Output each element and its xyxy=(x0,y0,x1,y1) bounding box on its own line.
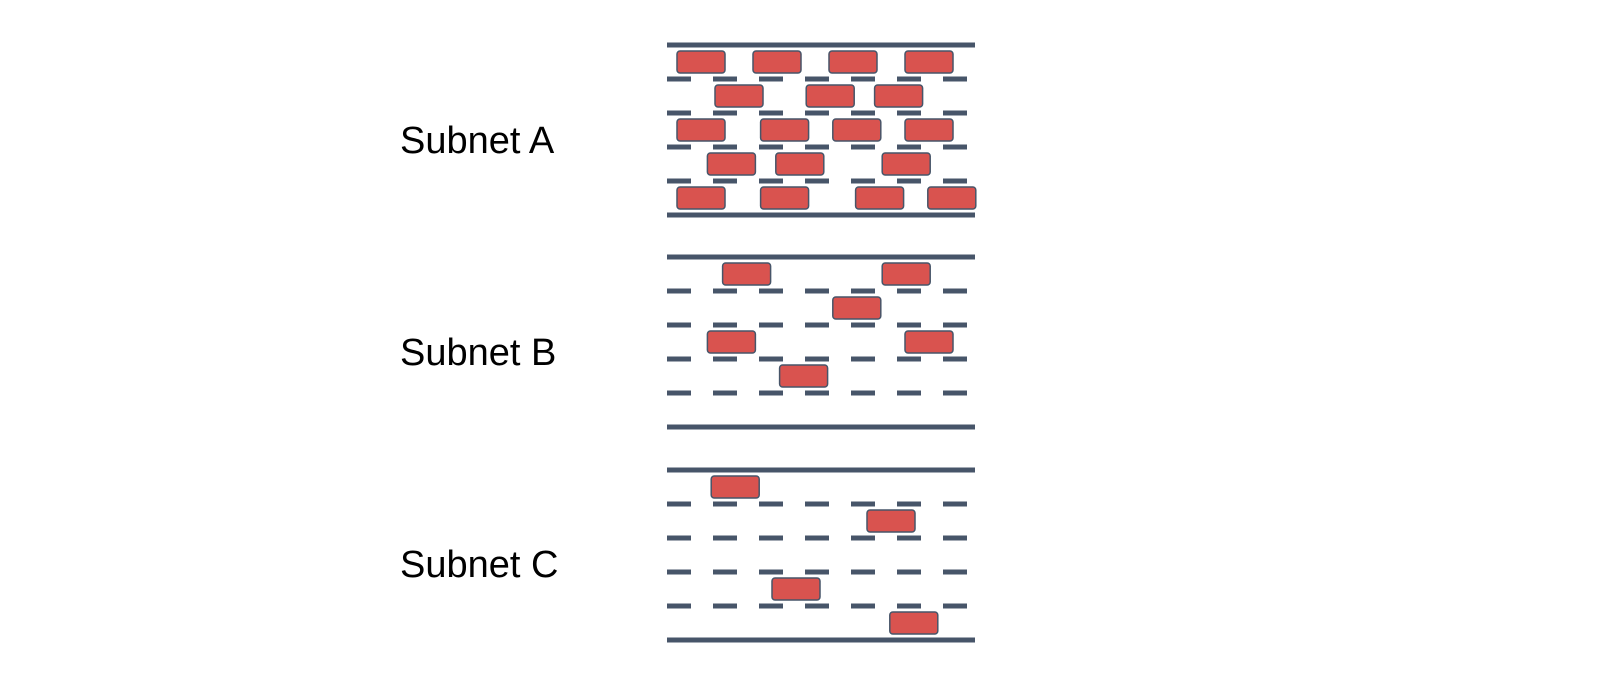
node-block xyxy=(832,296,882,320)
subnet-label-a: Subnet A xyxy=(400,120,555,162)
node-block xyxy=(706,330,757,354)
node-block xyxy=(904,118,954,142)
node-block xyxy=(721,262,772,286)
node-block xyxy=(771,577,821,601)
node-block xyxy=(752,50,802,74)
node-block xyxy=(832,118,882,142)
node-block xyxy=(676,186,726,210)
node-block xyxy=(873,84,924,108)
node-block xyxy=(676,50,726,74)
subnet-label-c: Subnet C xyxy=(400,544,558,586)
node-block xyxy=(904,330,954,354)
node-block xyxy=(881,152,931,176)
node-block xyxy=(927,186,977,210)
subnet-b: Subnet B xyxy=(400,254,975,430)
node-block xyxy=(881,262,931,286)
node-block xyxy=(866,509,916,533)
node-block xyxy=(714,84,764,108)
node-block xyxy=(854,186,905,210)
node-block xyxy=(828,50,878,74)
subnet-c: Subnet C xyxy=(400,467,975,643)
node-block xyxy=(710,475,760,499)
node-block xyxy=(706,152,757,176)
node-block xyxy=(759,118,810,142)
subnet-label-b: Subnet B xyxy=(400,332,556,374)
node-block xyxy=(759,186,810,210)
node-block xyxy=(676,118,726,142)
subnet-a: Subnet A xyxy=(400,42,977,218)
node-block xyxy=(778,364,829,388)
node-block xyxy=(775,152,825,176)
node-block xyxy=(805,84,855,108)
node-block xyxy=(904,50,954,74)
node-block xyxy=(889,611,939,635)
